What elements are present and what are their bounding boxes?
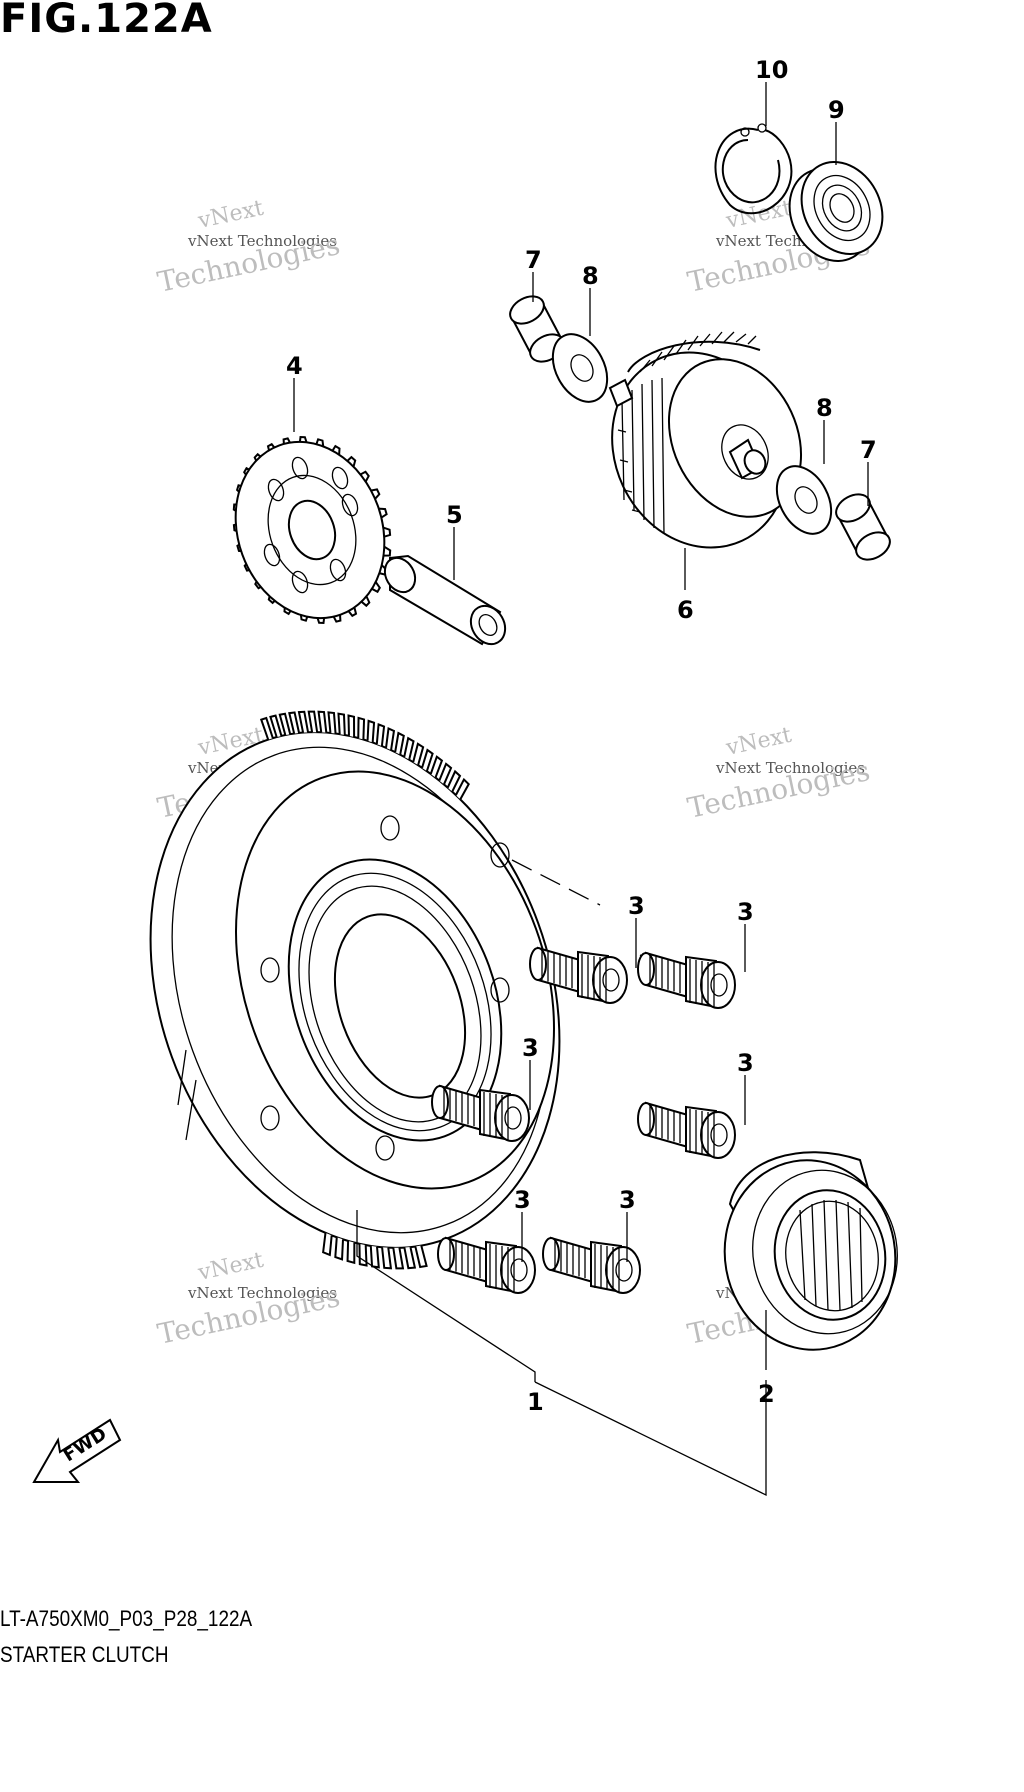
gear-tooth	[317, 710, 328, 733]
gear-tooth	[366, 719, 376, 743]
watermark-text: vNext Technologies	[715, 759, 865, 777]
gear-tooth	[259, 716, 274, 740]
fwd-direction-arrow: FWD	[32, 1418, 122, 1483]
gear-tooth	[412, 742, 425, 766]
gear-tooth	[369, 1245, 380, 1269]
watermark-text: vNext	[195, 196, 266, 234]
watermark-text: vNext	[195, 1248, 266, 1286]
callout-3: 3	[514, 1186, 531, 1214]
gear-tooth	[278, 712, 292, 736]
gear-tooth	[454, 777, 470, 800]
watermark-text: vNext Technologies	[187, 1284, 337, 1302]
callout-8-right: 8	[816, 394, 833, 422]
watermark-bottom-left: vNext vNext Technologies Technologies	[155, 1248, 343, 1351]
gear-tooth	[394, 731, 405, 755]
part-bolt[interactable]	[637, 1101, 736, 1159]
driven-gear-teeth	[259, 710, 470, 1270]
callout-9: 9	[828, 96, 845, 124]
gear-tooth	[429, 755, 444, 778]
gear-tooth	[357, 716, 366, 740]
gear-tooth	[269, 714, 283, 738]
callout-8-upper: 8	[582, 262, 599, 290]
bolt-hole	[490, 977, 510, 1003]
part-bolt[interactable]	[542, 1236, 641, 1294]
part-washer-right[interactable]	[766, 457, 842, 543]
callout-labels: 10 9 7 8 4 5 6 8 7 3 3 3 3 3 3 1 2	[286, 56, 877, 1416]
gear-tooth	[403, 1246, 417, 1270]
gear-tooth	[421, 748, 434, 772]
callout-7-upper: 7	[525, 246, 542, 274]
gear-tooth	[375, 722, 386, 747]
part-idle-gear[interactable]	[212, 421, 409, 639]
bolt-hole	[375, 1135, 395, 1161]
watermark-mid-right: vNext vNext Technologies Technologies	[685, 723, 873, 825]
part-bolt[interactable]	[437, 1236, 536, 1294]
hub-teeth	[617, 331, 757, 535]
part-bolt[interactable]	[637, 951, 736, 1009]
gear-tooth	[346, 1240, 356, 1265]
leader-lines	[293, 82, 869, 1497]
part-bolt[interactable]	[431, 1084, 530, 1142]
watermark-text: vNext	[723, 723, 794, 761]
callout-6: 6	[677, 596, 694, 624]
callout-3: 3	[737, 1049, 754, 1077]
part-one-way-clutch[interactable]	[710, 1147, 910, 1364]
gear-tooth	[446, 769, 462, 793]
part-bolt[interactable]	[529, 946, 628, 1004]
figure-name: STARTER CLUTCH	[0, 1642, 169, 1667]
part-clutch-hub[interactable]	[581, 323, 826, 576]
figure-code: LT-A750XM0_P03_P28_122A	[0, 1606, 253, 1631]
bolt-hole	[260, 1105, 280, 1131]
gear-tooth	[347, 714, 356, 738]
callout-3: 3	[619, 1186, 636, 1214]
gear-tooth	[392, 1247, 405, 1270]
gear-tooth	[414, 1245, 428, 1269]
gear-tooth	[307, 710, 319, 733]
part-washer-upper[interactable]	[542, 325, 618, 411]
bolt-group	[431, 946, 736, 1294]
callout-4: 4	[286, 352, 303, 380]
watermark-top-left: vNext vNext Technologies Technologies	[155, 196, 343, 299]
part-ball-bearing[interactable]	[774, 148, 898, 275]
gear-tooth	[297, 710, 310, 733]
watermark-text: vNext Technologies	[187, 232, 337, 250]
gear-tooth	[403, 736, 415, 760]
callout-3: 3	[628, 892, 645, 920]
gear-tooth	[358, 1243, 368, 1267]
callout-1: 1	[527, 1388, 544, 1416]
callout-3: 3	[737, 898, 754, 926]
bolt-hole	[490, 842, 510, 868]
gear-tooth	[322, 1232, 333, 1257]
callout-10: 10	[755, 56, 788, 84]
bolt-hole	[260, 957, 280, 983]
gear-tooth	[288, 711, 301, 734]
gear-tooth	[334, 1237, 344, 1261]
gear-tooth	[438, 762, 453, 785]
gear-tooth	[381, 1247, 393, 1270]
part-bushing-upper[interactable]	[505, 291, 568, 367]
callout-5: 5	[446, 501, 463, 529]
callout-7-right: 7	[860, 436, 877, 464]
part-idle-shaft[interactable]	[379, 552, 512, 650]
callout-2: 2	[758, 1380, 775, 1408]
part-circlip[interactable]	[714, 123, 793, 215]
callout-3: 3	[522, 1034, 539, 1062]
gear-tooth	[327, 711, 337, 734]
gear-tooth	[337, 712, 346, 736]
gear-tooth	[385, 726, 396, 751]
bolt-hole	[380, 815, 400, 841]
part-bushing-right[interactable]	[831, 489, 894, 565]
figure-title: FIG.122A	[0, 0, 213, 42]
